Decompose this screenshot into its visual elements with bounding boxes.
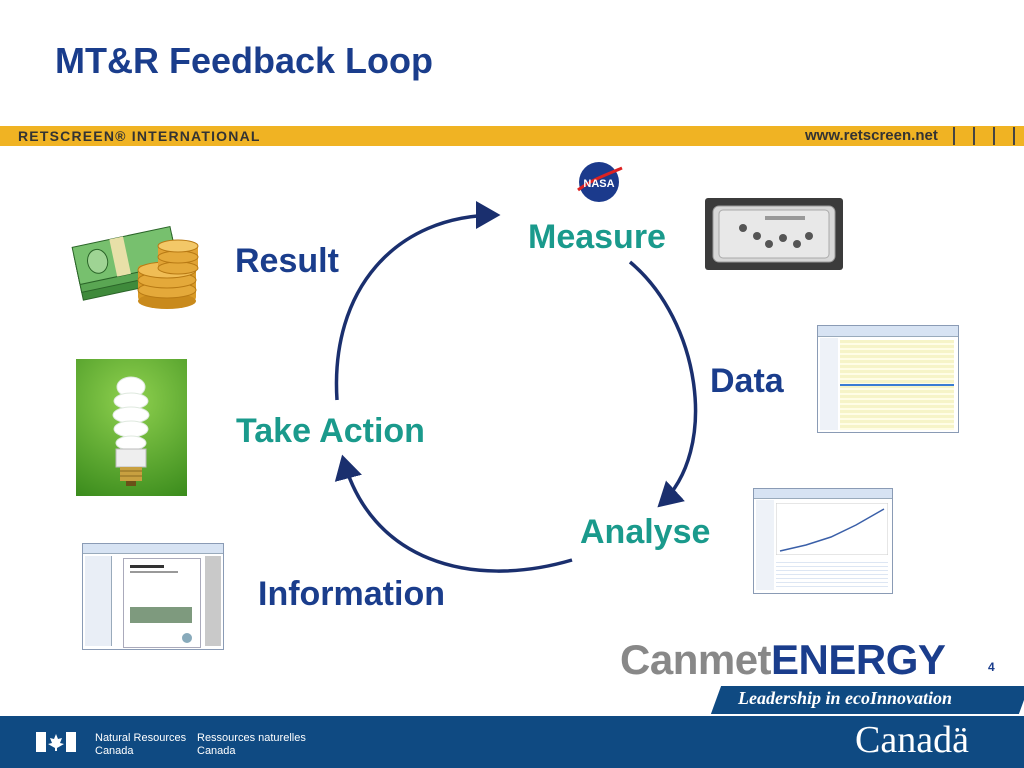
stage-information: Information: [258, 575, 445, 613]
retscreen-url[interactable]: www.retscreen.net: [805, 127, 938, 144]
report-screenshot: [82, 543, 224, 650]
footer-en-line2: Canada: [95, 745, 134, 757]
footer-en-line1: Natural Resources: [95, 732, 187, 744]
stage-measure: Measure: [528, 218, 666, 256]
spreadsheet-screenshot: [817, 325, 959, 433]
money-icon: [71, 225, 199, 309]
stage-take-action: Take Action: [236, 412, 425, 450]
energy-text: ENERGY: [771, 636, 946, 683]
stage-data: Data: [710, 362, 784, 400]
band-divider: [953, 127, 955, 145]
band-divider: [993, 127, 995, 145]
nasa-logo-icon: NASA: [577, 162, 623, 202]
canmet-energy-logo: CanmetENERGY: [620, 636, 946, 684]
meter-photo: [705, 198, 843, 270]
band-divider: [1013, 127, 1015, 145]
band-divider: [973, 127, 975, 145]
canmet-text: Canmet: [620, 636, 772, 683]
arrow-take-action-to-measure: [334, 201, 501, 401]
tagline-text: Leadership in ecoInnovation: [738, 688, 953, 708]
arrow-measure-to-analyse: [628, 260, 698, 508]
footer-fr-line2: Canada: [197, 745, 236, 757]
page-number: 4: [988, 660, 995, 674]
slide-title: MT&R Feedback Loop: [55, 40, 434, 81]
canada-wordmark: Canadä: [855, 719, 969, 761]
light-bulb-icon: [112, 376, 150, 486]
mini-chart-icon: [776, 503, 888, 555]
footer-bar: [0, 716, 1024, 768]
header-band: [0, 126, 1024, 146]
arrow-analyse-to-take-action: [334, 454, 573, 573]
retscreen-brand: RETSCREEN® INTERNATIONAL: [18, 128, 261, 144]
chart-screenshot: [753, 488, 893, 594]
canada-flag-icon: [36, 732, 76, 752]
footer-fr-line1: Ressources naturelles: [197, 732, 306, 744]
stage-analyse: Analyse: [580, 513, 711, 551]
light-bulb-image: [76, 359, 187, 496]
meter-icon: [712, 205, 836, 263]
stage-result: Result: [235, 242, 339, 280]
nasa-logo-text: NASA: [583, 178, 614, 190]
